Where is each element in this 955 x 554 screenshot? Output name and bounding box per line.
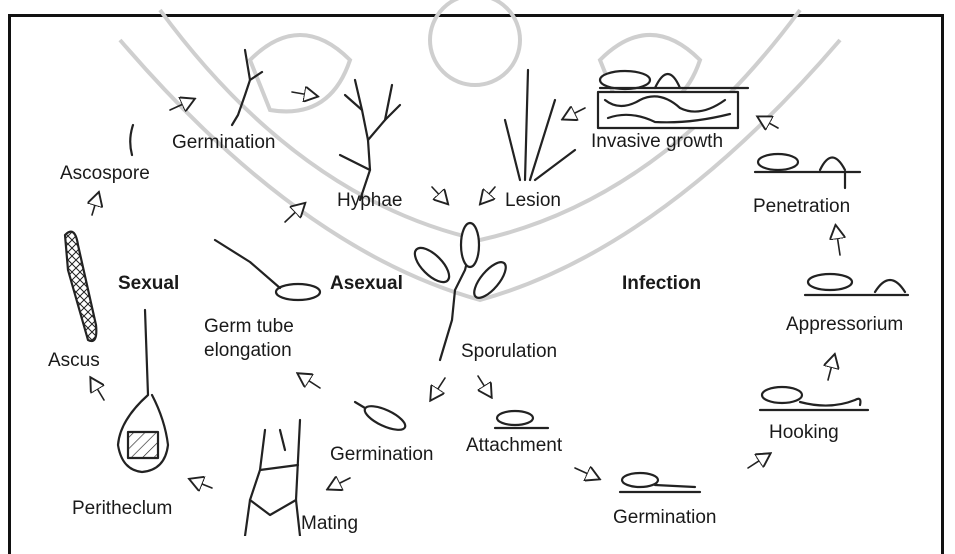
label-penetration: Penetration xyxy=(753,196,850,218)
label-sporulation: Sporulation xyxy=(461,341,557,363)
label-germination-top: Germination xyxy=(172,132,276,154)
label-ascus: Ascus xyxy=(48,350,100,372)
label-hyphae: Hyphae xyxy=(337,190,403,212)
label-appressorium: Appressorium xyxy=(786,314,903,336)
label-germination-mid: Germination xyxy=(330,444,434,466)
label-germination-bottom: Germination xyxy=(613,507,717,529)
label-ascospore: Ascospore xyxy=(60,163,150,185)
label-mating: Mating xyxy=(301,513,358,535)
label-germ-tube-2: elongation xyxy=(204,340,292,362)
label-infection: Infection xyxy=(622,273,701,295)
label-perithecium: Peritheclum xyxy=(72,498,172,520)
label-lesion: Lesion xyxy=(505,190,561,212)
diagram-canvas: Germination Ascospore Hyphae Lesion Inva… xyxy=(0,0,955,536)
label-sexual: Sexual xyxy=(118,273,179,295)
label-germ-tube-1: Germ tube xyxy=(204,316,294,338)
label-asexual: Asexual xyxy=(330,273,403,295)
label-hooking: Hooking xyxy=(769,422,839,444)
label-attachment: Attachment xyxy=(466,435,562,457)
label-invasive-growth: Invasive growth xyxy=(591,131,723,153)
